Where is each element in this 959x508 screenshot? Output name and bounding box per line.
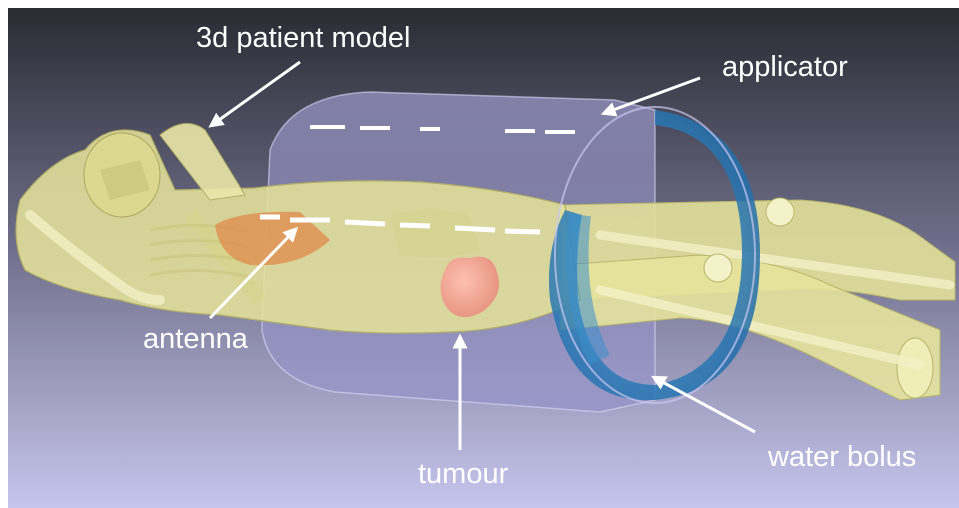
label-water-bolus: water bolus [767,441,916,473]
label-antenna: antenna [143,323,249,355]
label-patient-model: 3d patient model [196,22,410,54]
label-tumour: tumour [418,458,509,490]
label-applicator: applicator [722,51,848,83]
